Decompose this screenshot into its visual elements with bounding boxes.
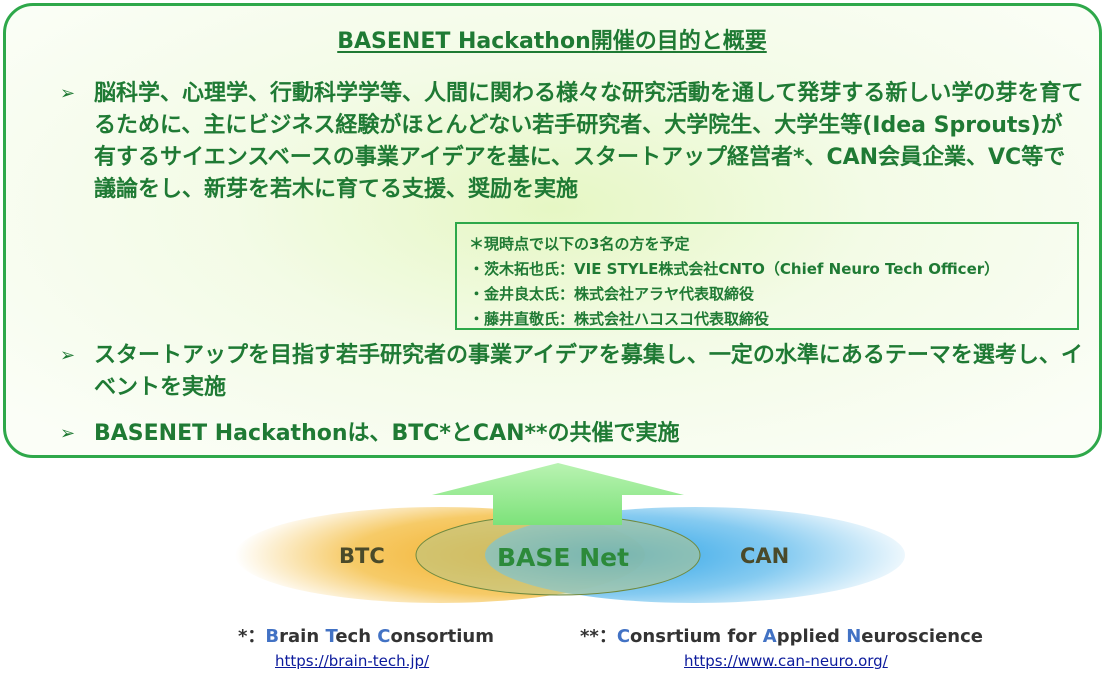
can-legend-prefix: **： [580,626,617,647]
btc-legend-part: ech [335,626,378,647]
btc-url-link[interactable]: https://brain-tech.jp/ [275,652,430,670]
bullet-arrow-icon: ➢ [60,423,76,444]
can-legend-part: onsrtium for [630,626,763,647]
can-legend: **：Consrtium for Applied Neuroscience [580,622,983,648]
btc-legend-prefix: *： [238,626,266,647]
bullet-text: 脳科学、心理学、行動科学学等、人間に関わる様々な研究活動を通して発芽する新しい学… [94,81,1084,202]
consortium-diagram [235,463,905,603]
can-legend-part: N [846,626,862,647]
note-person: ・茨木拓也氏：VIE STYLE株式会社CNTO（Chief Neuro Tec… [469,260,1000,278]
up-arrow-icon [432,463,684,525]
bullet-item: ➢ BASENET Hackathonは、BTC*とCAN**の共催で実施 [60,418,1070,452]
bullet-item: ➢ 脳科学、心理学、行動科学学等、人間に関わる様々な研究活動を通して発芽する新し… [60,78,1083,208]
note-heading: ＊現時点で以下の3名の方を予定 [469,235,690,253]
can-legend-part: A [762,626,777,647]
btc-legend-part: T [325,626,336,647]
btc-legend-part: rain [279,626,326,647]
btc-label: BTC [339,544,385,568]
can-legend-part: C [616,626,631,647]
bullet-text: スタートアップを目指す若手研究者の事業アイデアを募集し、一定の水準にあるテーマを… [94,343,1083,400]
btc-legend-part: onsortium [390,626,494,647]
note-person: ・金井良太氏：株式会社アラヤ代表取締役 [469,285,755,303]
can-legend-part: euroscience [861,626,983,647]
basenet-label: BASE Net [497,543,630,572]
btc-legend: *：Brain Tech Consortium [238,622,494,648]
note-person: ・藤井直敬氏：株式会社ハコスコ代表取締役 [469,310,770,328]
bullet-arrow-icon: ➢ [60,83,76,104]
speaker-note-box: ＊現時点で以下の3名の方を予定 ・茨木拓也氏：VIE STYLE株式会社CNTO… [455,222,1079,330]
page-title: BASENET Hackathon開催の目的と概要 [337,29,767,54]
can-label: CAN [740,544,790,568]
bullet-item: ➢ スタートアップを目指す若手研究者の事業アイデアを募集し、一定の水準にあるテー… [60,340,1083,410]
btc-legend-part: C [377,626,391,647]
can-legend-part: pplied [776,626,847,647]
overview-box [3,3,1102,458]
bullet-arrow-icon: ➢ [60,345,76,366]
btc-legend-part: B [265,626,280,647]
can-url-link[interactable]: https://www.can-neuro.org/ [684,652,888,670]
bullet-text: BASENET Hackathonは、BTC*とCAN**の共催で実施 [94,421,680,446]
